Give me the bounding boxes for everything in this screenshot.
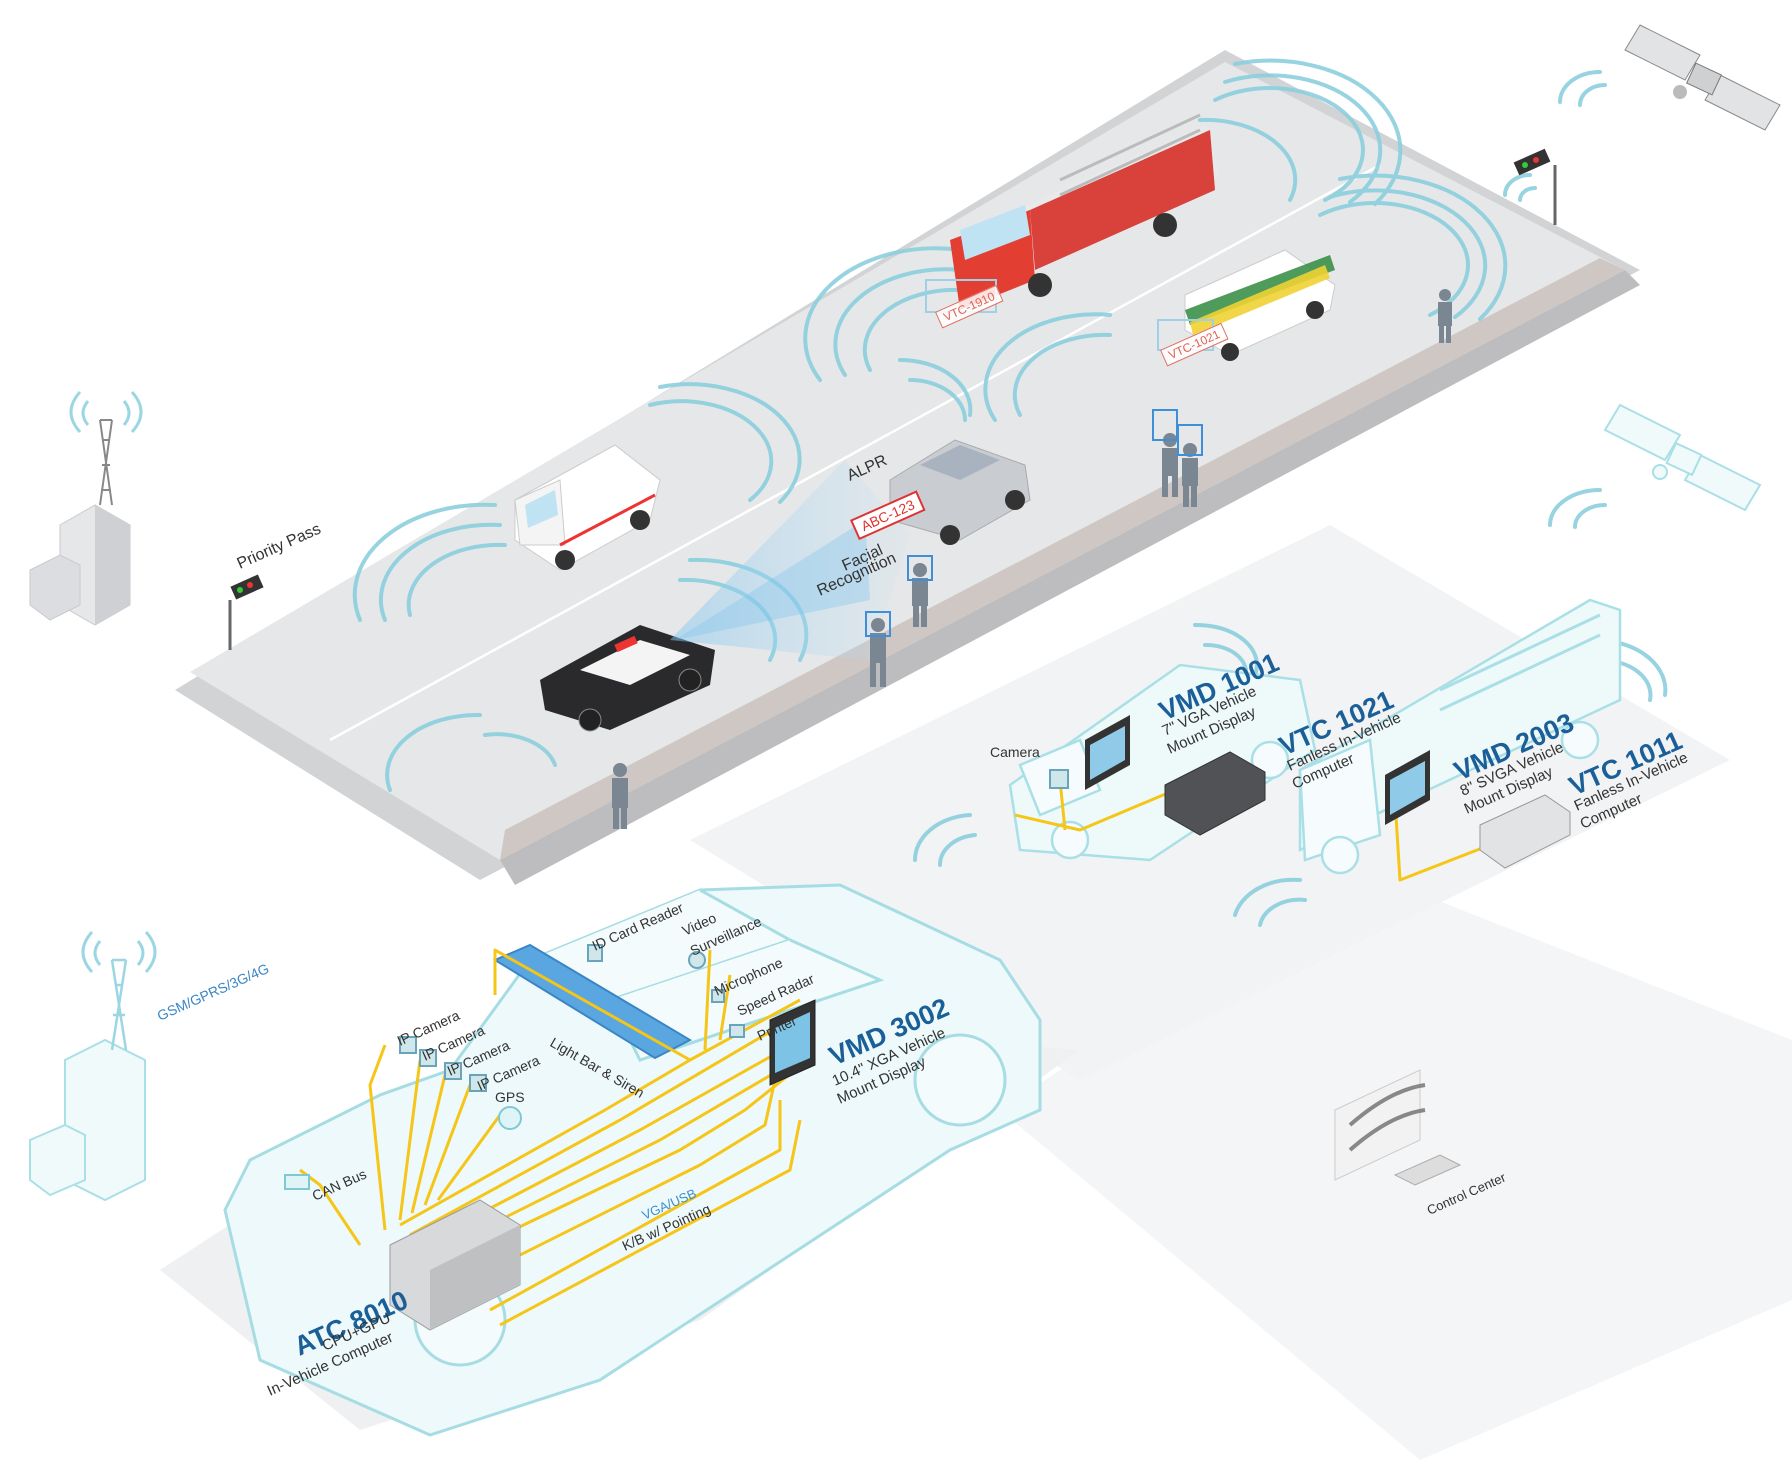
wifi-arcs xyxy=(352,58,1668,927)
van-devices xyxy=(1049,715,1266,836)
truck-devices xyxy=(1385,750,1571,869)
satellite-top-icon xyxy=(1624,24,1781,131)
ambulance-left-icon xyxy=(514,444,661,571)
fire-truck-icon xyxy=(950,113,1220,310)
traffic-signal-right-icon xyxy=(1513,148,1557,225)
camera-beam xyxy=(670,460,910,660)
truck-ghost-icon xyxy=(1298,598,1622,875)
light-bar-icon xyxy=(492,943,693,1060)
cell-tower-bottom-icon xyxy=(29,930,157,1202)
car-devices xyxy=(284,944,816,1331)
camera-beam-core xyxy=(675,520,870,640)
satellite-middle-icon xyxy=(1603,403,1762,512)
cell-tower-top-icon xyxy=(29,390,143,626)
van-camera-label: Camera xyxy=(990,744,1040,760)
police-car-icon xyxy=(540,625,715,732)
yellow-cables xyxy=(299,779,1491,1327)
gps-label: GPS xyxy=(495,1089,525,1105)
traffic-signal-left-icon xyxy=(228,574,264,650)
control-center-icon xyxy=(1334,1069,1462,1186)
pedestrians xyxy=(612,289,1452,829)
